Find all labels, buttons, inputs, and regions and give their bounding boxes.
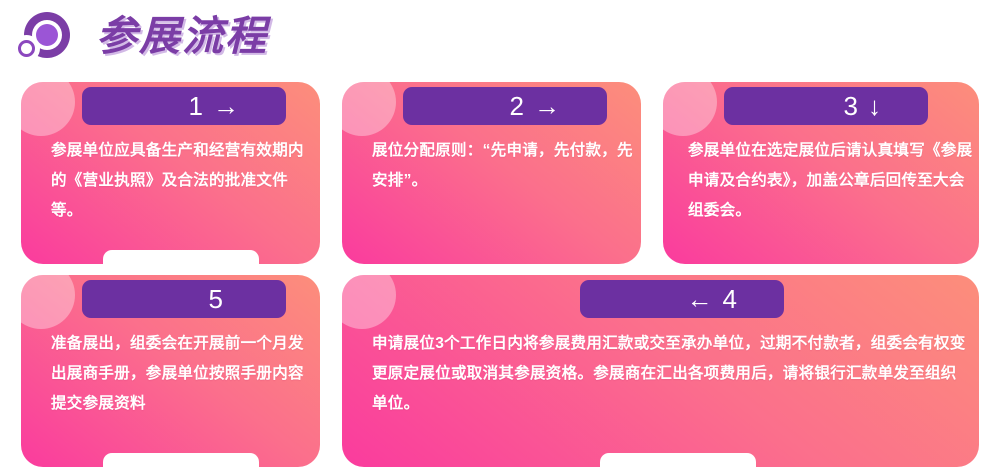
step-number: 3 <box>843 91 859 121</box>
arrow-down-icon: ↓ <box>868 91 882 121</box>
corner-blob-decoration <box>663 82 717 136</box>
arrow-left-icon: ← <box>686 284 714 314</box>
step-badge-3[interactable]: 3 ↓ <box>724 87 928 125</box>
step-body-1: 参展单位应具备生产和经营有效期内的《营业执照》及合法的批准文件等。 <box>51 142 304 219</box>
logo-center-dot <box>36 24 58 46</box>
logo-small-ring <box>13 35 40 62</box>
arrow-right-icon: → <box>213 91 240 121</box>
step-body-3: 参展单位在选定展位后请认真填写《参展申请及合约表》，加盖公章后回传至大会组委会。 <box>688 142 973 219</box>
step-badge-4[interactable]: ← 4 <box>580 280 784 318</box>
card-bottom-notch <box>103 453 259 467</box>
step-badge-5[interactable]: 5 <box>82 280 286 318</box>
step-number: 1 <box>188 91 204 121</box>
arrow-right-icon: → <box>534 91 561 121</box>
step-body-4: 申请展位3个工作日内将参展费用汇款或交至承办单位，过期不付款者，组委会有权变更原… <box>372 335 966 412</box>
step-badge-1[interactable]: 1 → <box>82 87 286 125</box>
card-bottom-notch <box>103 250 259 264</box>
page-header: 参展流程 <box>0 0 1000 72</box>
step-number: 2 <box>509 91 525 121</box>
step-number: 5 <box>208 284 224 314</box>
step-body-5: 准备展出，组委会在开展前一个月发出展商手册，参展单位按照手册内容提交参展资料 <box>51 335 304 412</box>
corner-blob-decoration <box>342 82 396 136</box>
logo-small-gap <box>21 43 32 54</box>
step-number: 4 <box>722 284 738 314</box>
corner-blob-decoration <box>21 82 75 136</box>
corner-blob-decoration <box>342 275 396 329</box>
page-title: 参展流程 <box>96 12 268 59</box>
corner-blob-decoration <box>21 275 75 329</box>
card-bottom-notch <box>600 453 756 467</box>
step-body-2: 展位分配原则：“先申请，先付款，先安排”。 <box>372 142 633 189</box>
step-badge-2[interactable]: 2 → <box>403 87 607 125</box>
target-ring-logo-icon <box>10 8 72 64</box>
